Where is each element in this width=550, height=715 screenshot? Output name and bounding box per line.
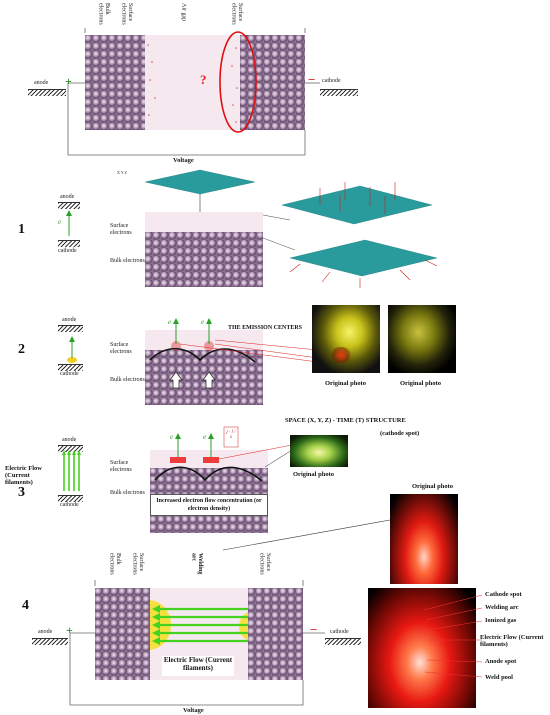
p4-surface-left-label: Surface electrons [131, 553, 145, 575]
cathode-hatch [320, 89, 358, 96]
callout-electric-flow: Electric Flow (Current filaments) [480, 634, 544, 648]
callout-welding-arc: Welding arc [485, 604, 519, 611]
p3-bulk-label: Bulk electrons [110, 490, 145, 496]
top-left-metal [85, 35, 145, 130]
emission-centers-label: THE EMISSION CENTERS [228, 325, 303, 331]
p4-plus: + [66, 623, 73, 637]
callout-ionized-gas: Ionized gas [485, 617, 517, 624]
p4-anode-label: anode [38, 629, 53, 635]
p4-electric-flow-box: Electric Flow (Current filaments) [162, 656, 234, 676]
p3-box-text: Increased electron flow concentration (o… [150, 494, 268, 516]
p3-e1: e [170, 433, 174, 441]
p4-anode-hatch [32, 638, 68, 645]
p1-axes: X Y Z [117, 170, 127, 175]
p4-surface-right-label: Surface electrons [258, 553, 272, 575]
p4-cathode-hatch [325, 638, 361, 645]
p1-cathode-hatch [58, 240, 80, 247]
p1-metal-block [145, 232, 263, 287]
p2-anode-hatch [58, 325, 83, 332]
p2-photo-2 [388, 305, 456, 373]
panel-1-number: 1 [18, 222, 25, 237]
p1-overlay [66, 169, 438, 288]
plus-sign: + [65, 74, 72, 88]
cathode-spot-label: (cathode spot) [380, 430, 420, 437]
up-arrow-1 [169, 371, 183, 389]
p2-e1: e [168, 318, 172, 326]
p4-voltage-label: Voltage [183, 707, 204, 714]
p4-bulk-label: Bulk electrons [108, 553, 122, 575]
p4-photo-caption: Original photo [412, 483, 453, 490]
panel-2-number: 2 [18, 342, 25, 357]
p1-right-sheet-up [281, 185, 433, 225]
panel-1: 1 anode cathode e Surface electrons Bulk… [0, 160, 550, 290]
p1-surface-label: Surface electrons [110, 223, 132, 236]
p3-cathode-label: cathode [60, 502, 79, 508]
callout-weld-pool: Weld pool [485, 674, 513, 681]
p2-anode-label: anode [62, 317, 77, 323]
top-overlay [67, 28, 320, 156]
panel-4: Original photo 4 Bulk electrons Surface … [0, 480, 550, 715]
p2-photo2-caption: Original photo [400, 380, 441, 387]
voltage-label: Voltage [173, 157, 194, 164]
p2-air-strip [145, 330, 263, 350]
callout-cathode-spot: Cathode spot [485, 591, 522, 598]
top-right-metal [240, 35, 305, 130]
minus-sign: − [308, 72, 316, 87]
p1-top-sheet [144, 169, 256, 195]
p4-overlay [69, 519, 483, 706]
p3-photo-caption: Original photo [293, 471, 334, 478]
panel-2: 2 anode cathode Surface electrons Bulk e… [0, 300, 550, 410]
p1-anode-hatch [58, 202, 80, 209]
p3-e2: e [203, 433, 207, 441]
p4-left-metal [95, 588, 150, 680]
air-gap-label: Air gap [180, 3, 187, 22]
space-time-label: SPACE (X, Y, Z) - TIME (T) STRUCTURE [285, 417, 406, 424]
bulk-label: Bulk electrons [97, 3, 111, 25]
callout-anode-spot: Anode spot [485, 658, 517, 665]
p4-right-metal [248, 588, 303, 680]
p2-surface-label: Surface electrons [110, 342, 132, 355]
p2-bulk-label: Bulk electrons [110, 377, 145, 383]
p3-anode-hatch [58, 445, 83, 452]
p3-overlay [62, 426, 293, 491]
surface-left-label: Surface electrons [120, 3, 134, 25]
p2-overlay [67, 318, 319, 389]
panel-4-number: 4 [22, 598, 29, 613]
p4-photo-bottom [368, 588, 476, 708]
p1-air-strip [145, 212, 263, 232]
p4-cathode-label: cathode [330, 629, 349, 635]
p1-right-sheet-down [289, 239, 438, 277]
p4-minus: − [310, 622, 318, 637]
p1-bulk-label: Bulk electrons [110, 258, 145, 264]
p1-anode-label: anode [60, 194, 75, 200]
question-mark: ? [200, 72, 207, 87]
anode-label: anode [34, 80, 49, 86]
p3-photo [290, 435, 348, 467]
surface-right-label: Surface electrons [230, 3, 244, 25]
p4-photo-top [390, 494, 458, 584]
p1-e-symbol: e [58, 218, 62, 226]
p2-photo-1 [312, 305, 380, 373]
p3-cathode-hatch [58, 495, 83, 502]
anode-hatch [28, 89, 66, 96]
p3-surface-label: Surface electrons [110, 460, 132, 473]
p2-e2: e [201, 318, 205, 326]
p3-electric-flow-label: Electric Flow (Current filaments) [5, 465, 42, 486]
highlight-ellipse [219, 31, 257, 133]
p1-cathode-label: cathode [58, 248, 77, 254]
p3-formula: j · l / s [226, 430, 236, 440]
top-panel: Bulk electrons Surface electrons Air gap… [0, 0, 550, 165]
up-arrow-2 [202, 371, 216, 389]
p2-photo1-caption: Original photo [325, 380, 366, 387]
cathode-label: cathode [322, 78, 341, 84]
p2-metal-block [145, 350, 263, 405]
p3-anode-label: anode [62, 437, 77, 443]
p2-cathode-label: cathode [60, 371, 79, 377]
p4-welding-arc-label: Welding arc [190, 553, 204, 575]
panel-3: 3 Electric Flow (Current filaments) anod… [0, 415, 550, 535]
panel-3-number: 3 [18, 485, 25, 500]
p2-cathode-hatch [58, 364, 83, 371]
